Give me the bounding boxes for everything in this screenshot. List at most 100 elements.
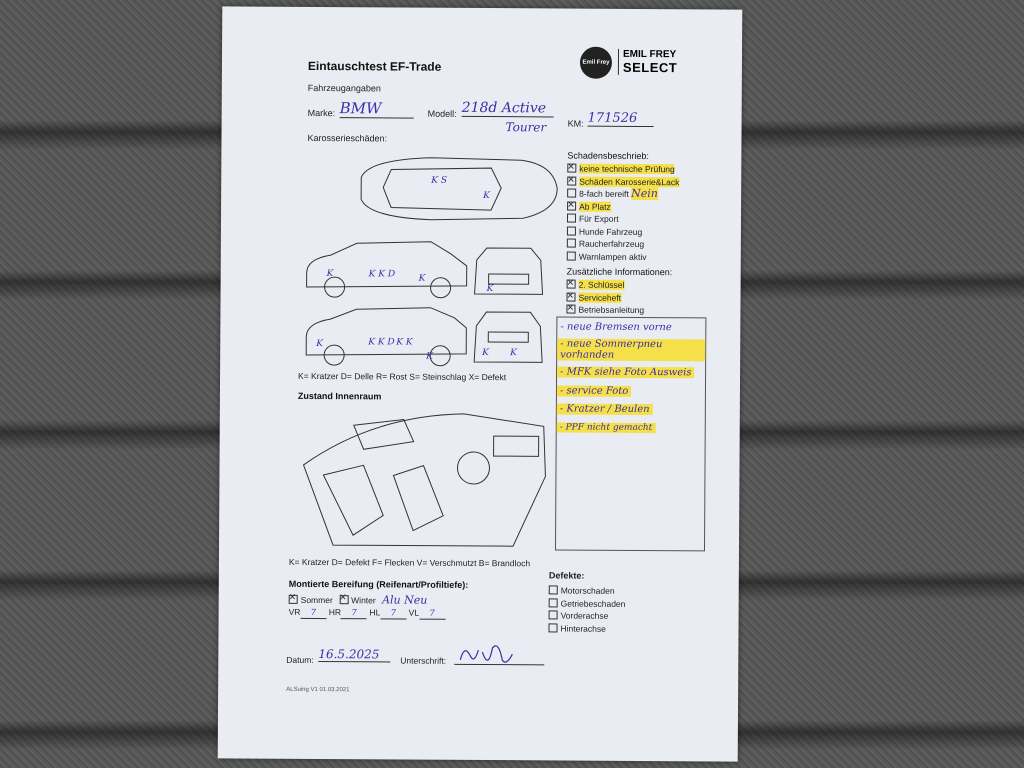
checkbox-icon[interactable] [548, 585, 558, 595]
mark-side2-1: K [316, 338, 324, 350]
checkbox-checked-icon[interactable] [566, 304, 576, 314]
section-interior: Zustand Innenraum [297, 390, 382, 402]
paper-form: Eintauschtest EF-Trade Emil Frey EMIL FR… [217, 6, 743, 762]
vl-value[interactable]: 7 [419, 608, 446, 620]
damage-item[interactable]: Warnlampen aktiv [566, 250, 679, 263]
form-title: Eintauschtest EF-Trade [307, 58, 442, 74]
damage-list: keine technische Prüfung Schäden Karosse… [566, 163, 680, 264]
logo-line2: SELECT [622, 59, 678, 76]
note-1: - neue Bremsen vorne [560, 321, 672, 334]
mark-top-2: K [483, 191, 490, 202]
km-label: KM: [567, 118, 584, 129]
extra-item[interactable]: 2. Schlüssel [566, 279, 645, 292]
checkbox-icon[interactable] [548, 622, 558, 632]
winter-label: Winter [351, 595, 376, 606]
extra-title: Zusätzliche Informationen: [566, 266, 673, 278]
note-3: - MFK siehe Foto Ausweis [557, 366, 695, 379]
note-2: - neue Sommerpneu vorhanden [557, 338, 706, 362]
damage-item[interactable]: Für Export [566, 213, 679, 226]
logo-line1: EMIL FREY [622, 48, 677, 61]
marke-value: BMW [339, 99, 414, 119]
checkbox-icon[interactable] [566, 238, 576, 248]
signature-field[interactable] [454, 645, 545, 666]
defects-title: Defekte: [548, 570, 585, 581]
car-side-view-2 [305, 307, 467, 367]
checkbox-checked-icon[interactable] [567, 201, 577, 211]
damage-item[interactable]: Ab Platz [567, 200, 679, 213]
mark-rear-2: K [510, 348, 517, 359]
mark-front-1: K [486, 284, 494, 295]
mark-side2-3: K K [396, 337, 413, 348]
checkbox-icon[interactable] [567, 188, 577, 198]
damage-title: Schadensbeschrieb: [567, 150, 649, 162]
note-6: - PPF nicht gemacht [556, 422, 656, 434]
mark-top-1: K S [431, 175, 448, 186]
damage-item[interactable]: 8-fach bereift Nein [567, 186, 679, 201]
damage-item[interactable]: Schäden Karosserie&Lack [567, 175, 680, 188]
mark-side2-2: K K D [368, 337, 395, 348]
section-body: Karosserieschäden: [307, 132, 388, 144]
modell-label: Modell: [427, 108, 457, 119]
notes-box[interactable]: - neue Bremsen vorne - neue Sommerpneu v… [554, 316, 707, 552]
checkbox-checked-icon[interactable] [566, 292, 576, 302]
car-front-view [474, 247, 544, 295]
car-rear-view [473, 311, 543, 363]
brand-logo: EMIL FREY SELECT [617, 48, 678, 76]
defects-list: Motorschaden Getriebeschaden Vorderachse… [548, 584, 625, 634]
checkbox-icon[interactable] [566, 213, 577, 223]
checkbox-icon[interactable] [566, 226, 576, 236]
damage-item[interactable]: keine technische Prüfung [567, 163, 679, 176]
extra-list: 2. Schlüssel Serviceheft Betriebsanleitu… [566, 279, 644, 317]
date-value[interactable]: 16.5.2025 [318, 647, 391, 663]
interior-diagram [302, 413, 546, 547]
mark-side1-3: K [418, 273, 426, 284]
km-value: 171526 [587, 110, 654, 128]
note-5: - Kratzer / Beulen [556, 403, 653, 416]
car-side-view-1 [306, 241, 468, 299]
signature-icon [459, 645, 513, 663]
mark-rear-1: K [482, 348, 489, 359]
checkbox-icon[interactable] [548, 597, 558, 607]
checkbox-checked-icon[interactable] [566, 279, 576, 289]
emil-frey-badge-icon: Emil Frey [579, 46, 613, 79]
modell-value-2: Tourer [505, 120, 547, 135]
form-version: ALSuing V1 01.03.2021 [286, 686, 350, 694]
extra-item[interactable]: Serviceheft [566, 291, 644, 304]
hr-value[interactable]: 7 [341, 608, 368, 620]
section-vehicle: Fahrzeugangaben [307, 82, 381, 94]
date-label: Datum: [286, 654, 314, 665]
interior-legend: K= Kratzer D= Defekt F= Flecken V= Versc… [288, 556, 531, 569]
defect-item[interactable]: Getriebeschaden [548, 597, 626, 610]
mark-side1-1: K [326, 269, 334, 280]
defect-item[interactable]: Motorschaden [548, 584, 626, 597]
defect-item[interactable]: Hinterachse [548, 622, 625, 635]
defect-item[interactable]: Vorderachse [548, 609, 626, 622]
checkbox-checked-icon[interactable] [339, 595, 349, 605]
mark-side2-4: K [426, 351, 433, 362]
tires-title: Montierte Bereifung (Reifenart/Profiltie… [288, 578, 469, 590]
car-top-view [360, 157, 558, 221]
note-4: - service Foto [556, 385, 632, 397]
checkbox-checked-icon[interactable] [567, 163, 577, 173]
mark-side1-2: K K D [368, 269, 396, 280]
checkbox-icon[interactable] [566, 251, 576, 261]
checkbox-checked-icon[interactable] [567, 176, 577, 186]
logo-badge-text: Emil Frey [582, 59, 610, 66]
vr-value[interactable]: 7 [300, 607, 327, 620]
signature-label: Unterschrift: [400, 655, 447, 666]
damage-item[interactable]: Raucherfahrzeug [566, 238, 679, 251]
body-legend: K= Kratzer D= Delle R= Rost S= Steinschl… [298, 370, 507, 383]
marke-label: Marke: [307, 107, 336, 119]
extra-item[interactable]: Betriebsanleitung [566, 304, 644, 317]
checkbox-icon[interactable] [548, 610, 558, 620]
car-diagram [305, 157, 558, 367]
reifen-note: Nein [631, 186, 658, 201]
damage-item[interactable]: Hunde Fahrzeug [566, 225, 679, 238]
tires-type-row: Sommer Winter Alu Neu [288, 593, 428, 607]
hl-value[interactable]: 7 [380, 608, 407, 620]
modell-value-1: 218d Active [461, 99, 554, 118]
tires-note: Alu Neu [382, 593, 428, 607]
checkbox-checked-icon[interactable] [288, 594, 298, 604]
sommer-label: Sommer [300, 594, 333, 606]
